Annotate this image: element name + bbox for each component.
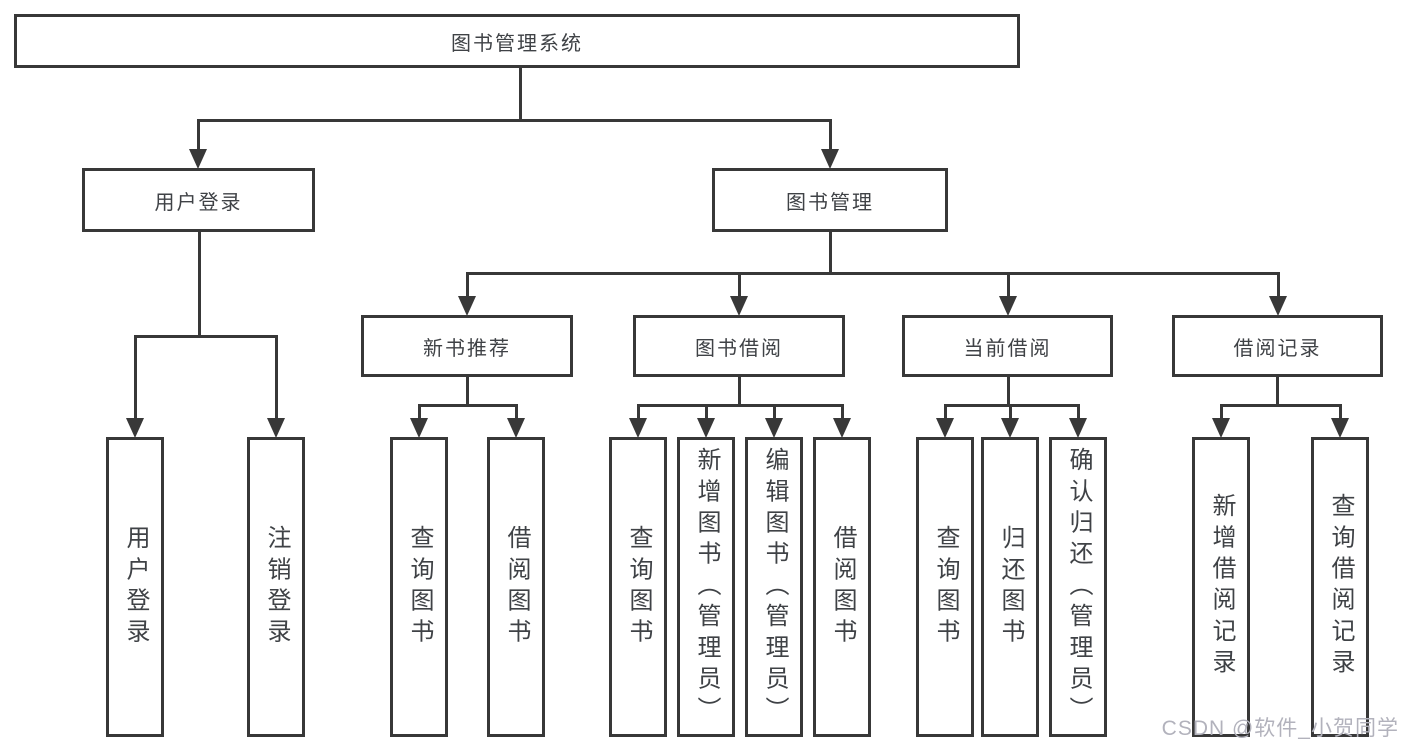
connector-drop-new-book-recommend	[515, 405, 518, 419]
connector-drop-book-management	[1007, 273, 1010, 297]
node-label-query-book-borrowing: 查询图书	[625, 524, 652, 650]
node-confirm-return-admin: 确认归还（管理员）	[1049, 437, 1107, 737]
arrow-down-icon	[629, 418, 647, 438]
connector-stem-book-management	[829, 232, 832, 273]
arrow-down-icon	[189, 149, 207, 169]
connector-branch-new-book-recommend	[418, 404, 518, 407]
connector-drop-new-book-recommend	[418, 405, 421, 419]
connector-drop-book-management	[1277, 273, 1280, 297]
node-label-query-book-recommend: 查询图书	[406, 524, 433, 650]
node-label-confirm-return-admin: 确认归还（管理员）	[1065, 446, 1092, 728]
arrow-down-icon	[507, 418, 525, 438]
connector-stem-borrowing-records	[1276, 377, 1279, 405]
arrow-down-icon	[697, 418, 715, 438]
node-label-add-book-admin: 新增图书（管理员）	[693, 446, 720, 728]
node-query-book-current: 查询图书	[916, 437, 974, 737]
arrow-down-icon	[833, 418, 851, 438]
connector-drop-book-management	[466, 273, 469, 297]
connector-stem-root	[519, 68, 522, 120]
node-borrow-book-recommend: 借阅图书	[487, 437, 545, 737]
arrow-down-icon	[267, 418, 285, 438]
node-label-current-borrowing: 当前借阅	[963, 337, 1052, 360]
node-label-return-book: 归还图书	[997, 524, 1024, 650]
node-label-edit-book-admin: 编辑图书（管理员）	[761, 446, 788, 728]
node-label-borrow-book-borrowing: 借阅图书	[829, 524, 856, 650]
connector-drop-user-login-branch	[134, 336, 137, 419]
arrow-down-icon	[458, 296, 476, 316]
connector-stem-user-login-branch	[198, 232, 201, 336]
connector-drop-root	[197, 120, 200, 150]
node-borrowing-records: 借阅记录	[1172, 315, 1383, 377]
connector-drop-user-login-branch	[275, 336, 278, 419]
node-label-borrow-book-recommend: 借阅图书	[503, 524, 530, 650]
connector-branch-current-borrowing	[944, 404, 1080, 407]
connector-drop-book-borrowing	[637, 405, 640, 419]
arrow-down-icon	[1001, 418, 1019, 438]
connector-branch-root	[197, 119, 832, 122]
connector-stem-book-borrowing	[738, 377, 741, 405]
node-query-book-borrowing: 查询图书	[609, 437, 667, 737]
node-user-login-branch: 用户登录	[82, 168, 315, 232]
connector-drop-borrowing-records	[1220, 405, 1223, 419]
connector-drop-current-borrowing	[944, 405, 947, 419]
node-label-book-management: 图书管理	[786, 191, 874, 214]
node-query-borrow-record: 查询借阅记录	[1311, 437, 1369, 737]
arrow-down-icon	[999, 296, 1017, 316]
connector-drop-book-management	[738, 273, 741, 297]
node-label-query-borrow-record: 查询借阅记录	[1327, 493, 1354, 681]
arrow-down-icon	[410, 418, 428, 438]
arrow-down-icon	[1212, 418, 1230, 438]
node-new-book-recommend: 新书推荐	[361, 315, 573, 377]
node-book-management: 图书管理	[712, 168, 948, 232]
arrow-down-icon	[765, 418, 783, 438]
node-label-user-login-branch: 用户登录	[154, 191, 243, 214]
node-root: 图书管理系统	[14, 14, 1020, 68]
node-current-borrowing: 当前借阅	[902, 315, 1113, 377]
arrow-down-icon	[1069, 418, 1087, 438]
node-user-login-leaf: 用户登录	[106, 437, 164, 737]
node-label-root: 图书管理系统	[451, 32, 583, 55]
connector-drop-current-borrowing	[1077, 405, 1080, 419]
connector-drop-book-borrowing	[705, 405, 708, 419]
node-borrow-book-borrowing: 借阅图书	[813, 437, 871, 737]
connector-branch-borrowing-records	[1220, 404, 1342, 407]
arrow-down-icon	[1331, 418, 1349, 438]
connector-drop-book-borrowing	[773, 405, 776, 419]
connector-branch-book-management	[466, 272, 1280, 275]
node-logout: 注销登录	[247, 437, 305, 737]
node-label-add-borrow-record: 新增借阅记录	[1208, 493, 1235, 681]
connector-stem-current-borrowing	[1007, 377, 1010, 405]
node-edit-book-admin: 编辑图书（管理员）	[745, 437, 803, 737]
connector-branch-book-borrowing	[637, 404, 844, 407]
node-label-logout: 注销登录	[263, 524, 290, 650]
node-add-borrow-record: 新增借阅记录	[1192, 437, 1250, 737]
node-return-book: 归还图书	[981, 437, 1039, 737]
arrow-down-icon	[821, 149, 839, 169]
node-query-book-recommend: 查询图书	[390, 437, 448, 737]
connector-drop-borrowing-records	[1339, 405, 1342, 419]
connector-stem-new-book-recommend	[466, 377, 469, 405]
connector-drop-current-borrowing	[1009, 405, 1012, 419]
arrow-down-icon	[126, 418, 144, 438]
node-label-new-book-recommend: 新书推荐	[423, 337, 511, 360]
csdn-watermark: CSDN @软件_小贺同学	[1161, 717, 1399, 740]
node-label-query-book-current: 查询图书	[932, 524, 959, 650]
arrow-down-icon	[1269, 296, 1287, 316]
node-label-book-borrowing: 图书借阅	[695, 337, 783, 360]
arrow-down-icon	[730, 296, 748, 316]
node-label-borrowing-records: 借阅记录	[1233, 337, 1322, 360]
connector-drop-book-borrowing	[841, 405, 844, 419]
connector-branch-user-login-branch	[134, 335, 278, 338]
arrow-down-icon	[936, 418, 954, 438]
connector-drop-root	[829, 120, 832, 150]
node-add-book-admin: 新增图书（管理员）	[677, 437, 735, 737]
node-book-borrowing: 图书借阅	[633, 315, 845, 377]
node-label-user-login-leaf: 用户登录	[122, 524, 149, 650]
